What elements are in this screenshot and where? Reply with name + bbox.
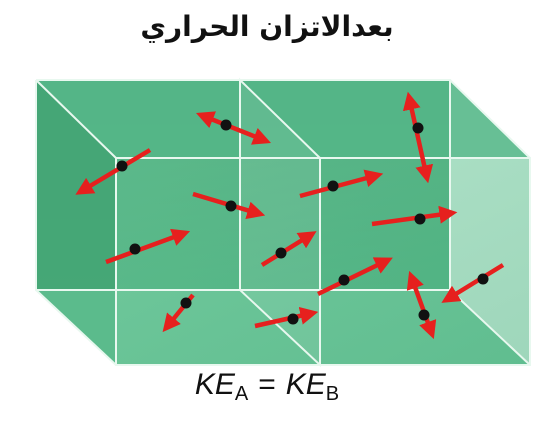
particle [226, 201, 237, 212]
particle [478, 274, 489, 285]
particle [181, 298, 192, 309]
equation-right-symbol: KE [286, 368, 326, 401]
equation-operator: = [258, 368, 276, 401]
particle [117, 161, 128, 172]
particle [415, 214, 426, 225]
particle [276, 248, 287, 259]
particle [328, 181, 339, 192]
particle [419, 310, 430, 321]
particle [413, 123, 424, 134]
equation: KEA=KEB [0, 368, 534, 406]
particle [288, 314, 299, 325]
equation-left-subscript: A [235, 383, 248, 405]
equation-right-subscript: B [326, 383, 339, 405]
particle [130, 244, 141, 255]
particle [339, 275, 350, 286]
equation-left-symbol: KE [195, 368, 235, 401]
particle [221, 120, 232, 131]
